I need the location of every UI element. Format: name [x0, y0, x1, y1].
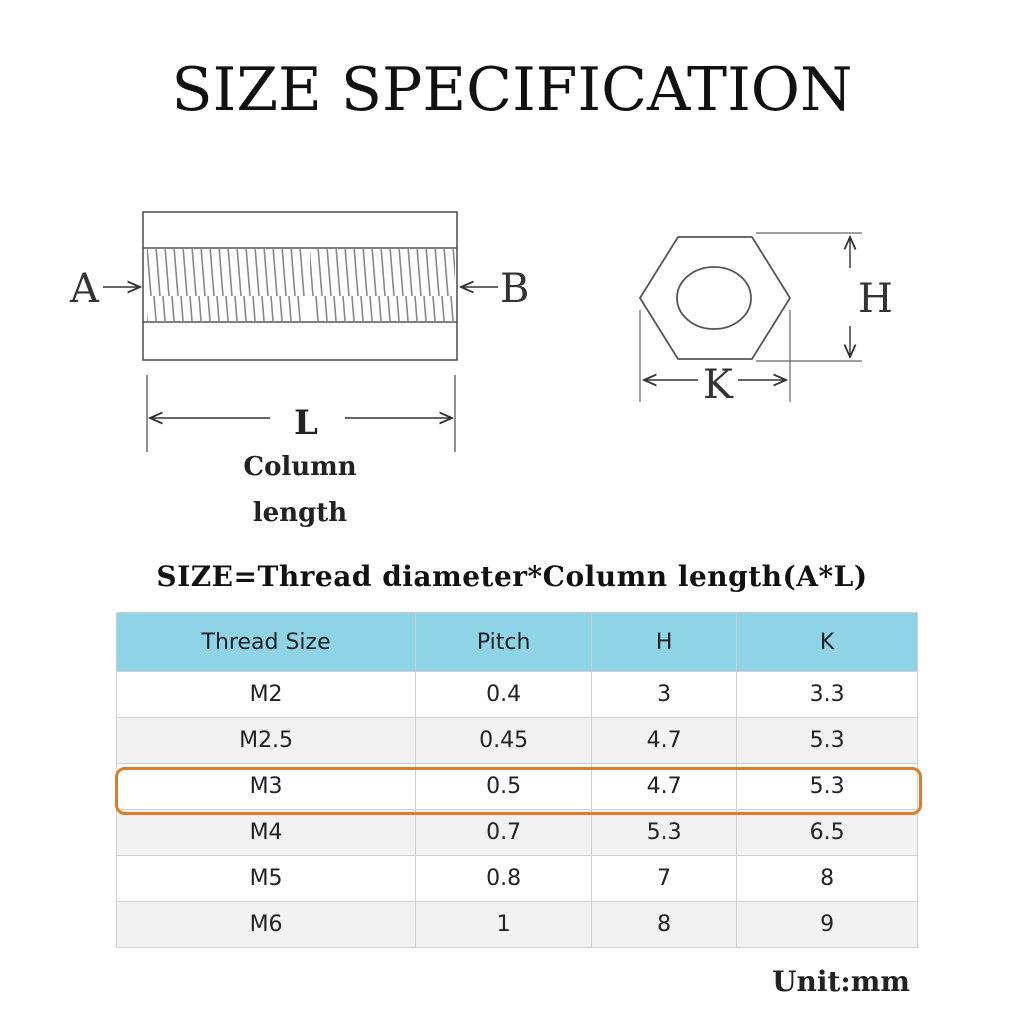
cell-h: 4.7: [591, 717, 738, 764]
standoff-diagram: A B L H K: [69, 211, 893, 452]
table-row: M5 0.8 7 8: [115, 855, 918, 902]
label-h: H: [858, 276, 893, 322]
hex-end-view: [638, 236, 792, 360]
header-k: K: [736, 612, 918, 672]
cell-pitch: 0.8: [415, 855, 593, 902]
table-row-highlighted: M3 0.5 4.7 5.3: [115, 763, 918, 810]
label-b: B: [500, 266, 529, 312]
label-k: K: [703, 362, 734, 408]
cell-thread-size: M2.5: [115, 717, 417, 764]
size-formula: SIZE=Thread diameter*Column length(A*L): [156, 560, 868, 593]
cell-k: 3.3: [736, 671, 918, 718]
cell-thread-size: M6: [115, 901, 417, 948]
label-a: A: [69, 266, 100, 312]
cell-pitch: 0.45: [415, 717, 593, 764]
cell-h: 7: [591, 855, 738, 902]
header-h: H: [591, 612, 738, 672]
cell-pitch: 0.7: [415, 809, 593, 856]
unit-label: Unit:mm: [772, 965, 910, 998]
table-row: M4 0.7 5.3 6.5: [115, 809, 918, 856]
header-pitch: Pitch: [415, 612, 593, 672]
standoff-side-view: [142, 211, 458, 361]
cell-pitch: 0.5: [415, 763, 593, 810]
cell-k: 9: [736, 901, 918, 948]
size-table: Thread Size Pitch H K M2 0.4 3 3.3 M2.5 …: [115, 612, 918, 948]
label-l: L: [294, 403, 318, 443]
table-row: M2 0.4 3 3.3: [115, 671, 918, 718]
table-header-row: Thread Size Pitch H K: [115, 612, 918, 672]
cell-k: 5.3: [736, 763, 918, 810]
width-dimension: [639, 310, 791, 402]
table-row: M2.5 0.45 4.7 5.3: [115, 717, 918, 764]
cell-h: 8: [591, 901, 738, 948]
cell-h: 4.7: [591, 763, 738, 810]
table-row: M6 1 8 9: [115, 901, 918, 948]
cell-k: 6.5: [736, 809, 918, 856]
cell-thread-size: M3: [115, 763, 417, 810]
cell-h: 5.3: [591, 809, 738, 856]
cell-thread-size: M4: [115, 809, 417, 856]
cell-k: 8: [736, 855, 918, 902]
cell-pitch: 0.4: [415, 671, 593, 718]
column-length-label-line1: Column: [243, 452, 357, 482]
column-length-label-line2: length: [252, 498, 348, 528]
cell-h: 3: [591, 671, 738, 718]
length-dimension: [146, 375, 456, 452]
header-thread-size: Thread Size: [115, 612, 417, 672]
cell-k: 5.3: [736, 717, 918, 764]
cell-thread-size: M2: [115, 671, 417, 718]
page-title: SIZE SPECIFICATION: [171, 55, 853, 125]
cell-thread-size: M5: [115, 855, 417, 902]
height-dimension: [756, 232, 862, 362]
cell-pitch: 1: [415, 901, 593, 948]
